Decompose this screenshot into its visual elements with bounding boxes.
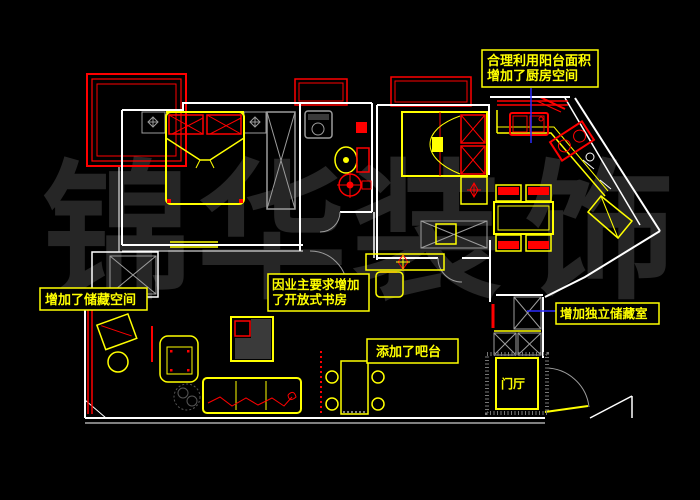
entry-hall-floor (495, 357, 539, 410)
bar-stool (371, 397, 385, 411)
callout-storage-right-line1: 增加独立储藏室 (560, 306, 648, 321)
callout-storage-left: 增加了储藏空间 (39, 287, 148, 311)
dining-chair (525, 234, 552, 252)
exterior-walls (84, 96, 661, 424)
corner-cabinet (586, 194, 634, 240)
wardrobe (266, 111, 296, 210)
bar-counter (340, 360, 369, 415)
toilet-icon (334, 146, 370, 174)
master-bedroom (141, 111, 296, 248)
callout-storage-right: 增加独立储藏室 (555, 302, 660, 325)
sink-icon (337, 172, 372, 198)
callout-study: 因业主要求增加 了开放式书房 (267, 273, 370, 312)
second-bedroom (401, 111, 488, 249)
small-sink (585, 152, 595, 162)
entrance-area: 门厅 (485, 296, 549, 415)
lamp-icon (147, 116, 159, 128)
callout-study-line1: 因业主要求增加 (272, 277, 360, 292)
plant-icon (173, 383, 201, 411)
bar-stool (371, 370, 385, 384)
entry-door-leaf (544, 405, 589, 413)
washing-machine (304, 110, 333, 139)
side-table (107, 351, 129, 373)
dining-chair (495, 184, 522, 202)
callout-bar-line1: 添加了吧台 (376, 344, 441, 360)
nightstand-compass (460, 176, 488, 205)
stove-icon (548, 120, 596, 162)
callout-bar: 添加了吧台 (366, 338, 459, 364)
sofa (202, 377, 302, 414)
balcony-planter-top-left (86, 73, 187, 167)
living-room (95, 312, 302, 414)
entry-hall-label: 门厅 (501, 376, 525, 391)
open-study (365, 253, 445, 298)
study-desk (365, 253, 445, 271)
armchair-square (159, 335, 199, 383)
callout-study-line2: 了开放式书房 (272, 292, 347, 307)
armchair-rotated (95, 312, 138, 351)
callout-kitchen-line1: 合理利用阳台面积 (487, 53, 591, 69)
leader-lines (527, 88, 556, 312)
callout-kitchen: 合理利用阳台面积 增加了厨房空间 (481, 49, 599, 88)
callout-kitchen-line2: 增加了厨房空间 (487, 68, 578, 84)
bathroom (304, 110, 372, 198)
counter-edge-inner (497, 126, 609, 192)
balcony-planter-top-right (390, 76, 566, 113)
bed-horizontal (401, 111, 488, 177)
bar-area (320, 351, 385, 415)
dining-chair (495, 234, 522, 252)
dining-set (493, 184, 554, 252)
window-sill (170, 241, 218, 248)
kitchen (496, 110, 634, 240)
tv-cabinet (230, 316, 274, 362)
lamp-icon (249, 116, 261, 128)
callout-storage-left-line1: 增加了储藏空间 (45, 292, 136, 308)
desk (420, 220, 488, 249)
double-bed (165, 111, 245, 205)
double-sink-icon (509, 112, 549, 136)
bar-stool (325, 370, 339, 384)
dining-table (493, 201, 554, 235)
study-chair (375, 271, 404, 298)
counter-edge (496, 110, 606, 197)
bar-stool (325, 397, 339, 411)
balcony-planter-top-middle (294, 78, 348, 106)
wall-cabinet (356, 122, 367, 133)
dining-chair (525, 184, 552, 202)
brand-watermark: 锦 华 装 饰 (42, 145, 675, 321)
